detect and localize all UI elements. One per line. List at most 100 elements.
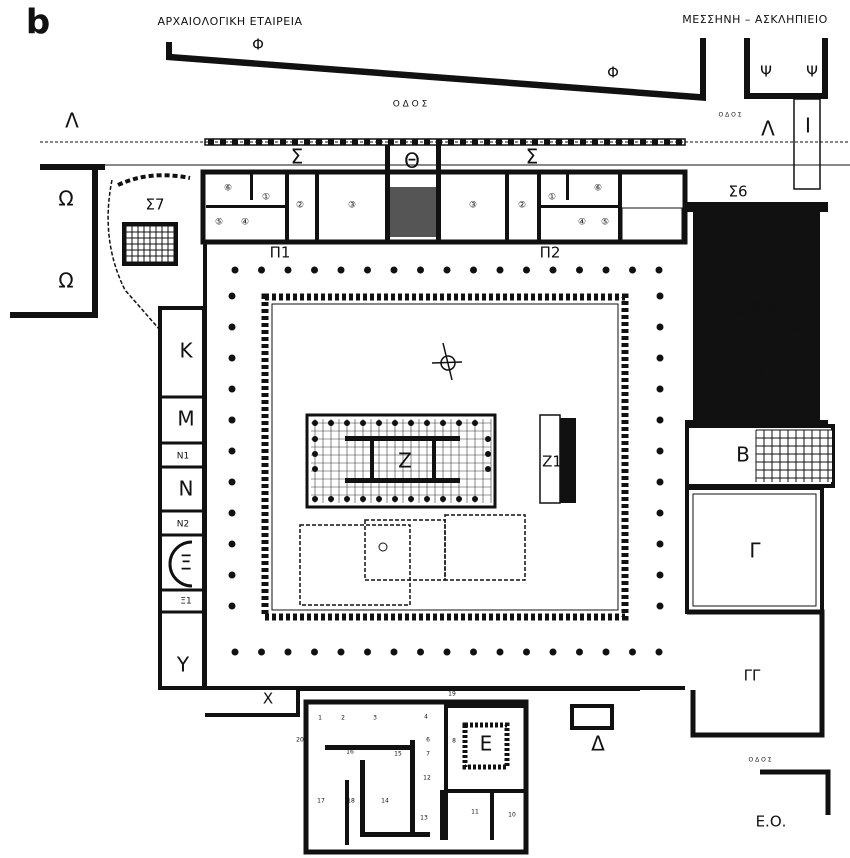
column [228,416,236,424]
stoa-pier [544,139,550,145]
stoa-pier [676,139,682,145]
column [417,648,424,656]
label-sigma-2: Σ [526,145,539,169]
label-pi2: Π2 [540,244,561,262]
south-room-7: 7 [426,751,430,758]
column [337,266,345,274]
stoa-pier [268,139,274,145]
temple-column [485,451,491,457]
label-chi: Χ [263,690,273,708]
south-room-19: 19 [448,691,456,698]
column [655,266,663,274]
stoa-pier [304,139,310,145]
panel-label: b [26,3,50,43]
temple-column [485,466,491,472]
road-label: Ο Δ Ο Σ [393,100,428,110]
temple-column [424,496,430,502]
south-room-8: 8 [452,738,456,745]
label-phi-2: Φ [607,64,619,82]
room-4b: ④ [578,218,586,228]
room-5b: ⑤ [601,218,609,228]
temple-column [312,420,318,426]
stoa-pier [592,139,598,145]
column [311,648,318,656]
stoa-pier [496,139,502,145]
stoa-pier [280,139,286,145]
column [656,292,664,300]
label-sigma: Σ [291,145,304,169]
column [656,447,664,455]
column [656,323,664,331]
label-theta: Θ [404,149,420,173]
column [443,266,451,274]
label-zeta1: Ζ1 [542,453,562,471]
temple-column [312,466,318,472]
stoa-pier [328,139,334,145]
label-psi: Ψ [760,63,772,81]
south-room-6: 6 [426,737,430,744]
room-2b: ② [518,201,526,211]
column [629,266,636,274]
stoa-pier [460,139,466,145]
temple-column [440,496,446,502]
stoa-pier [316,139,322,145]
column [228,354,236,362]
column [656,509,664,517]
column [656,354,664,362]
column [656,540,664,548]
stoa-pier [376,139,382,145]
label-delta: Δ [591,732,605,756]
temple-column [408,496,414,502]
label-gamma2: ΓΓ [744,667,761,685]
label-gamma: Γ [749,539,761,563]
label-mu: Μ [177,407,194,431]
label-omega: Ω [58,187,73,211]
column [523,648,530,656]
label-zeta: Ζ [398,449,412,473]
column [228,385,236,393]
label-psi-2: Ψ [806,63,818,81]
stoa-pier [232,139,238,145]
road-label-3: Ο Δ Ο Σ [748,757,771,764]
south-room-20: 20 [296,737,304,744]
stoa-pier [616,139,622,145]
column [417,266,424,274]
caption-site: ΜΕΣΣΗΝΗ – ΑΣΚΛΗΠΙΕΙΟ [682,13,827,26]
south-room-13: 13 [420,815,428,822]
column [470,266,477,274]
column [470,648,477,656]
column [231,648,239,656]
room-4: ④ [241,218,249,228]
column [228,447,236,455]
north-stoa-line: Λ Λ Ι [40,109,850,166]
stoa-pier [508,139,514,145]
stoa-pier [532,139,538,145]
stoa-pier [484,139,490,145]
temple-column [312,436,318,442]
column [228,323,236,331]
temple-column [360,420,366,426]
temple-column [344,496,350,502]
column [656,416,664,424]
room-6b: ⑥ [594,184,602,194]
temple-column [392,420,398,426]
label-kappa: Κ [179,339,193,363]
label-pi1: Π1 [270,244,291,262]
south-room-4: 4 [424,714,428,721]
column [258,266,265,274]
label-xi: Ξ [180,551,193,575]
west-rooms: Κ Μ Ν1 Ν Ν2 Ξ Ξ1 Υ Χ [158,306,300,717]
temple-column [456,496,462,502]
stoa-pier [340,139,346,145]
building-psi: Ψ Ψ [744,38,828,190]
label-omega-2: Ω [58,269,73,293]
temple-column [328,496,334,502]
north-rooms: Θ Σ Σ Σ6 ① ② ③ ④ ⑤ ⑥ ③ ② ① ④ ⑤ ⑥ Π1 Π2 [200,145,748,262]
column [523,266,530,274]
stoa-pier [580,139,586,145]
temple-column [344,420,350,426]
column [284,266,292,274]
temple-column [376,496,382,502]
south-room-3: 3 [373,715,377,722]
south-room-12: 12 [423,775,431,782]
